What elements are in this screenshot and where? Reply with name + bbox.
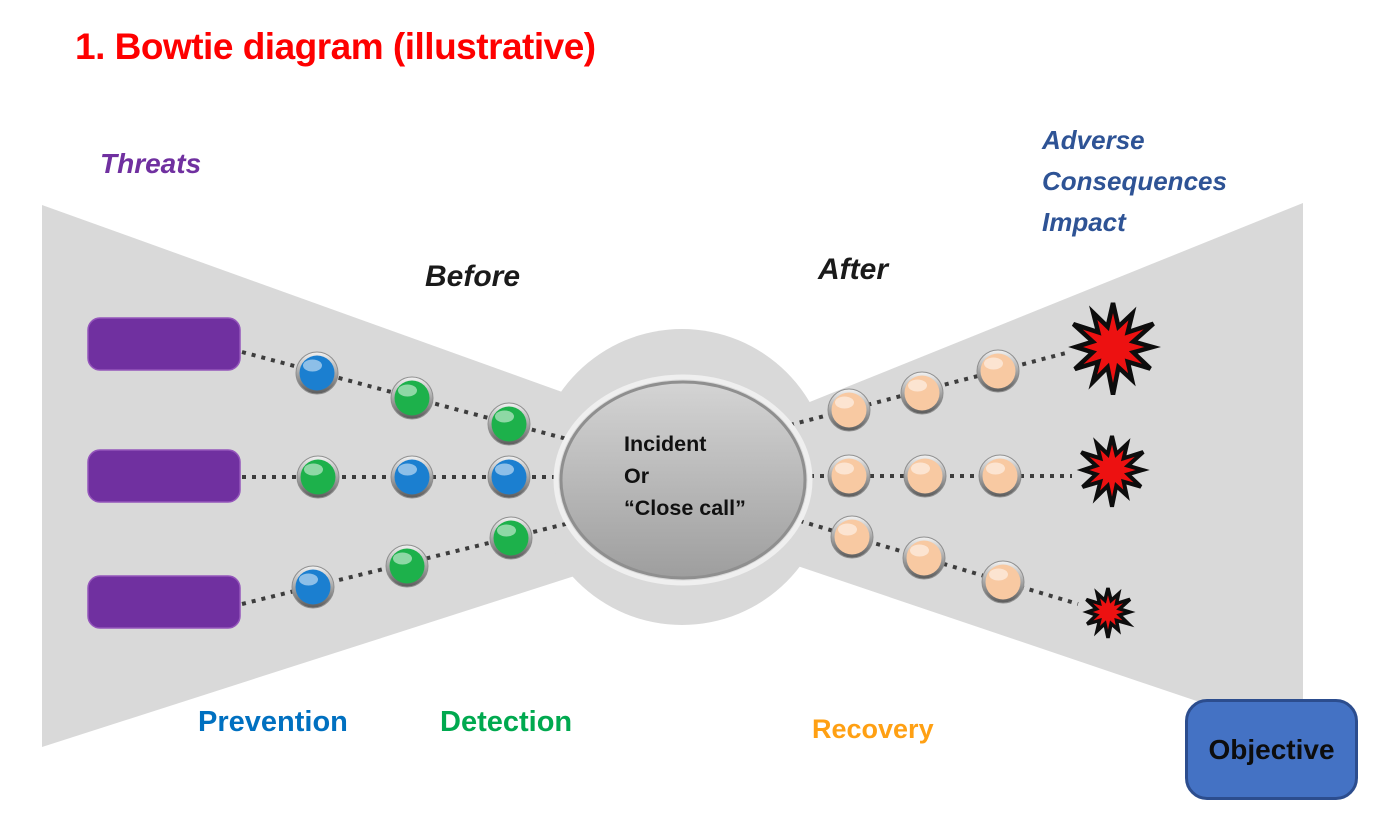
detection-barrier [296, 455, 340, 499]
consequence-starburst-large [1068, 302, 1161, 395]
consequence-starburst-medium [1076, 435, 1150, 508]
consequence-starburst-small [1082, 587, 1136, 639]
prevention-barrier [291, 565, 335, 609]
adverse-line-1: Adverse [1042, 125, 1145, 155]
detection-label: Detection [440, 706, 573, 738]
threat-bar-3 [87, 575, 241, 629]
recovery-barrier [900, 371, 944, 415]
threat-bars [87, 317, 241, 629]
threats-label: Threats [100, 148, 202, 179]
recovery-barrier [902, 536, 946, 580]
recovery-barrier [981, 560, 1025, 604]
adverse-consequences-label: Adverse Consequences Impact [1042, 120, 1227, 243]
objective-label: Objective [1208, 733, 1335, 765]
recovery-barrier [903, 454, 947, 498]
page-title: 1. Bowtie diagram (illustrative) [75, 26, 596, 67]
detection-barrier [487, 402, 531, 446]
recovery-barrier [827, 454, 871, 498]
after-label: After [818, 253, 889, 286]
adverse-line-2: Consequences [1042, 166, 1227, 196]
threat-bar-1 [87, 317, 241, 371]
recovery-label: Recovery [812, 714, 934, 744]
prevention-barrier [487, 455, 531, 499]
threat-bar-2 [87, 449, 241, 503]
detection-barrier [390, 376, 434, 420]
prevention-label: Prevention [198, 706, 348, 738]
objective-box: Objective [1185, 699, 1358, 800]
recovery-barrier [830, 515, 874, 559]
prevention-barrier [390, 455, 434, 499]
prevention-barrier [295, 351, 339, 395]
recovery-barrier [978, 454, 1022, 498]
detection-barrier [489, 516, 533, 560]
incident-label: Incident Or “Close call” [624, 428, 814, 524]
detection-barrier [385, 544, 429, 588]
incident-ellipse [553, 374, 813, 586]
recovery-barrier [827, 388, 871, 432]
incident-line-1: Incident [624, 432, 707, 456]
incident-line-2: Or [624, 464, 650, 488]
bowtie-right-wedge [765, 203, 1303, 737]
adverse-line-3: Impact [1042, 207, 1126, 237]
before-label: Before [425, 260, 521, 293]
recovery-barrier [976, 349, 1020, 393]
incident-line-3: “Close call” [624, 496, 746, 520]
